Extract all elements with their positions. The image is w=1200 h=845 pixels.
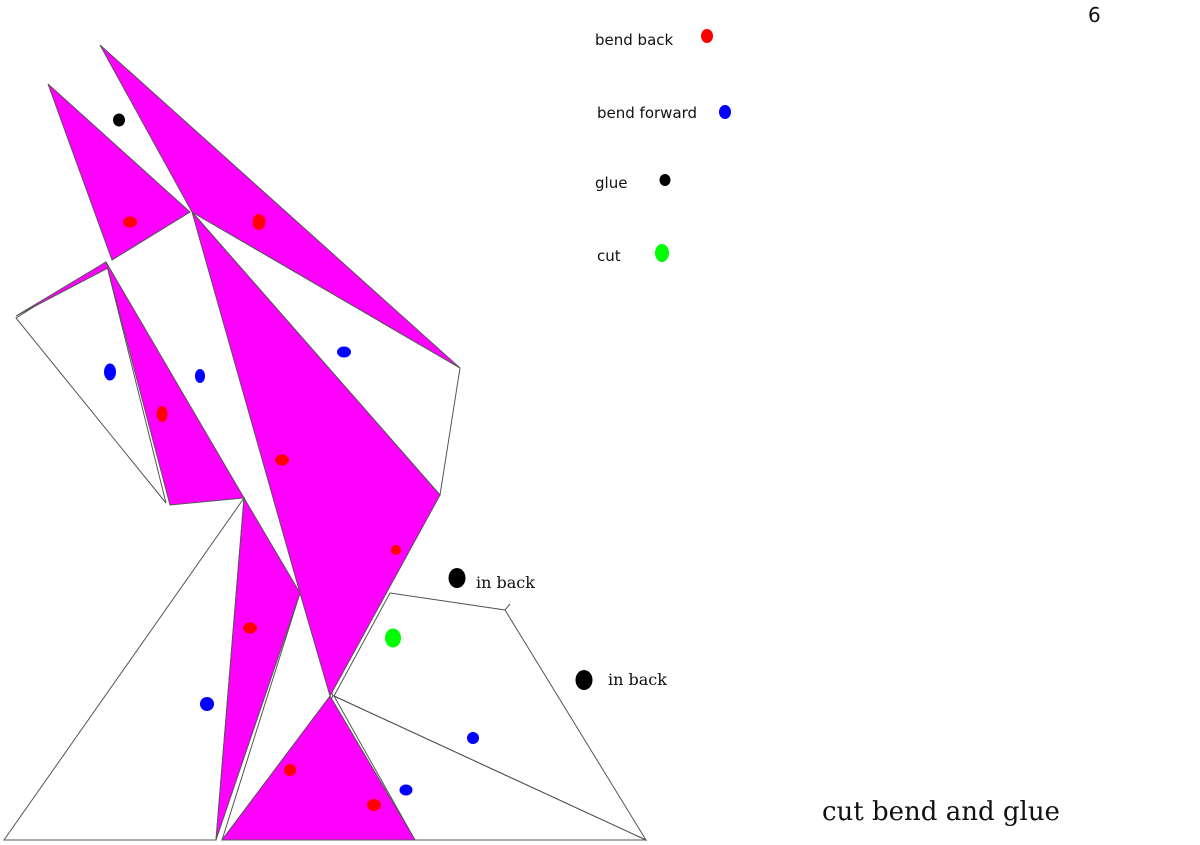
legend-label-cut: cut xyxy=(597,247,621,265)
left-thin-strip xyxy=(15,261,109,317)
bend-back-marker xyxy=(123,216,137,228)
bottom-triangle xyxy=(221,695,416,841)
top-left-spike xyxy=(47,83,191,261)
bend-back-marker xyxy=(252,214,266,230)
legend-cut-dot xyxy=(655,244,669,262)
cut-marker xyxy=(385,628,401,648)
top-long-spike xyxy=(99,44,461,369)
page-number: 6 xyxy=(1088,3,1101,27)
right-tab-panel xyxy=(333,592,648,842)
bend-back-marker xyxy=(243,622,257,634)
bend-forward-marker xyxy=(200,697,214,711)
bend-forward-marker xyxy=(399,784,413,796)
bend-back-marker xyxy=(284,764,296,776)
legend-label-bend-back: bend back xyxy=(595,31,674,49)
bend-back-marker xyxy=(156,406,168,422)
left-vertical-strip xyxy=(105,261,245,506)
note-in-back: in back xyxy=(608,670,667,689)
legend-label-glue: glue xyxy=(595,174,627,192)
bend-forward-marker xyxy=(104,363,116,381)
legend-glue-dot xyxy=(659,174,671,186)
legend-bend-forward-dot xyxy=(719,105,731,119)
glue-marker xyxy=(113,113,125,127)
instruction-title: cut bend and glue xyxy=(822,797,1060,827)
bend-back-marker xyxy=(367,799,381,811)
lower-left-white-panel xyxy=(3,496,245,841)
template-pieces xyxy=(3,44,648,842)
right-tab-notch xyxy=(504,603,511,611)
center-lower-strip xyxy=(215,496,301,841)
note-in-back: in back xyxy=(476,573,535,592)
bend-forward-marker xyxy=(195,369,205,383)
markers xyxy=(104,113,593,811)
bend-forward-marker xyxy=(337,346,351,358)
legend: bend back bend forward glue cut xyxy=(595,29,731,265)
bend-back-marker xyxy=(275,454,289,466)
glue-marker xyxy=(575,670,593,690)
glue-marker xyxy=(448,568,466,588)
legend-label-bend-forward: bend forward xyxy=(597,104,697,122)
bend-back-marker xyxy=(391,545,401,555)
bend-forward-marker xyxy=(467,732,479,744)
legend-bend-back-dot xyxy=(701,29,713,43)
